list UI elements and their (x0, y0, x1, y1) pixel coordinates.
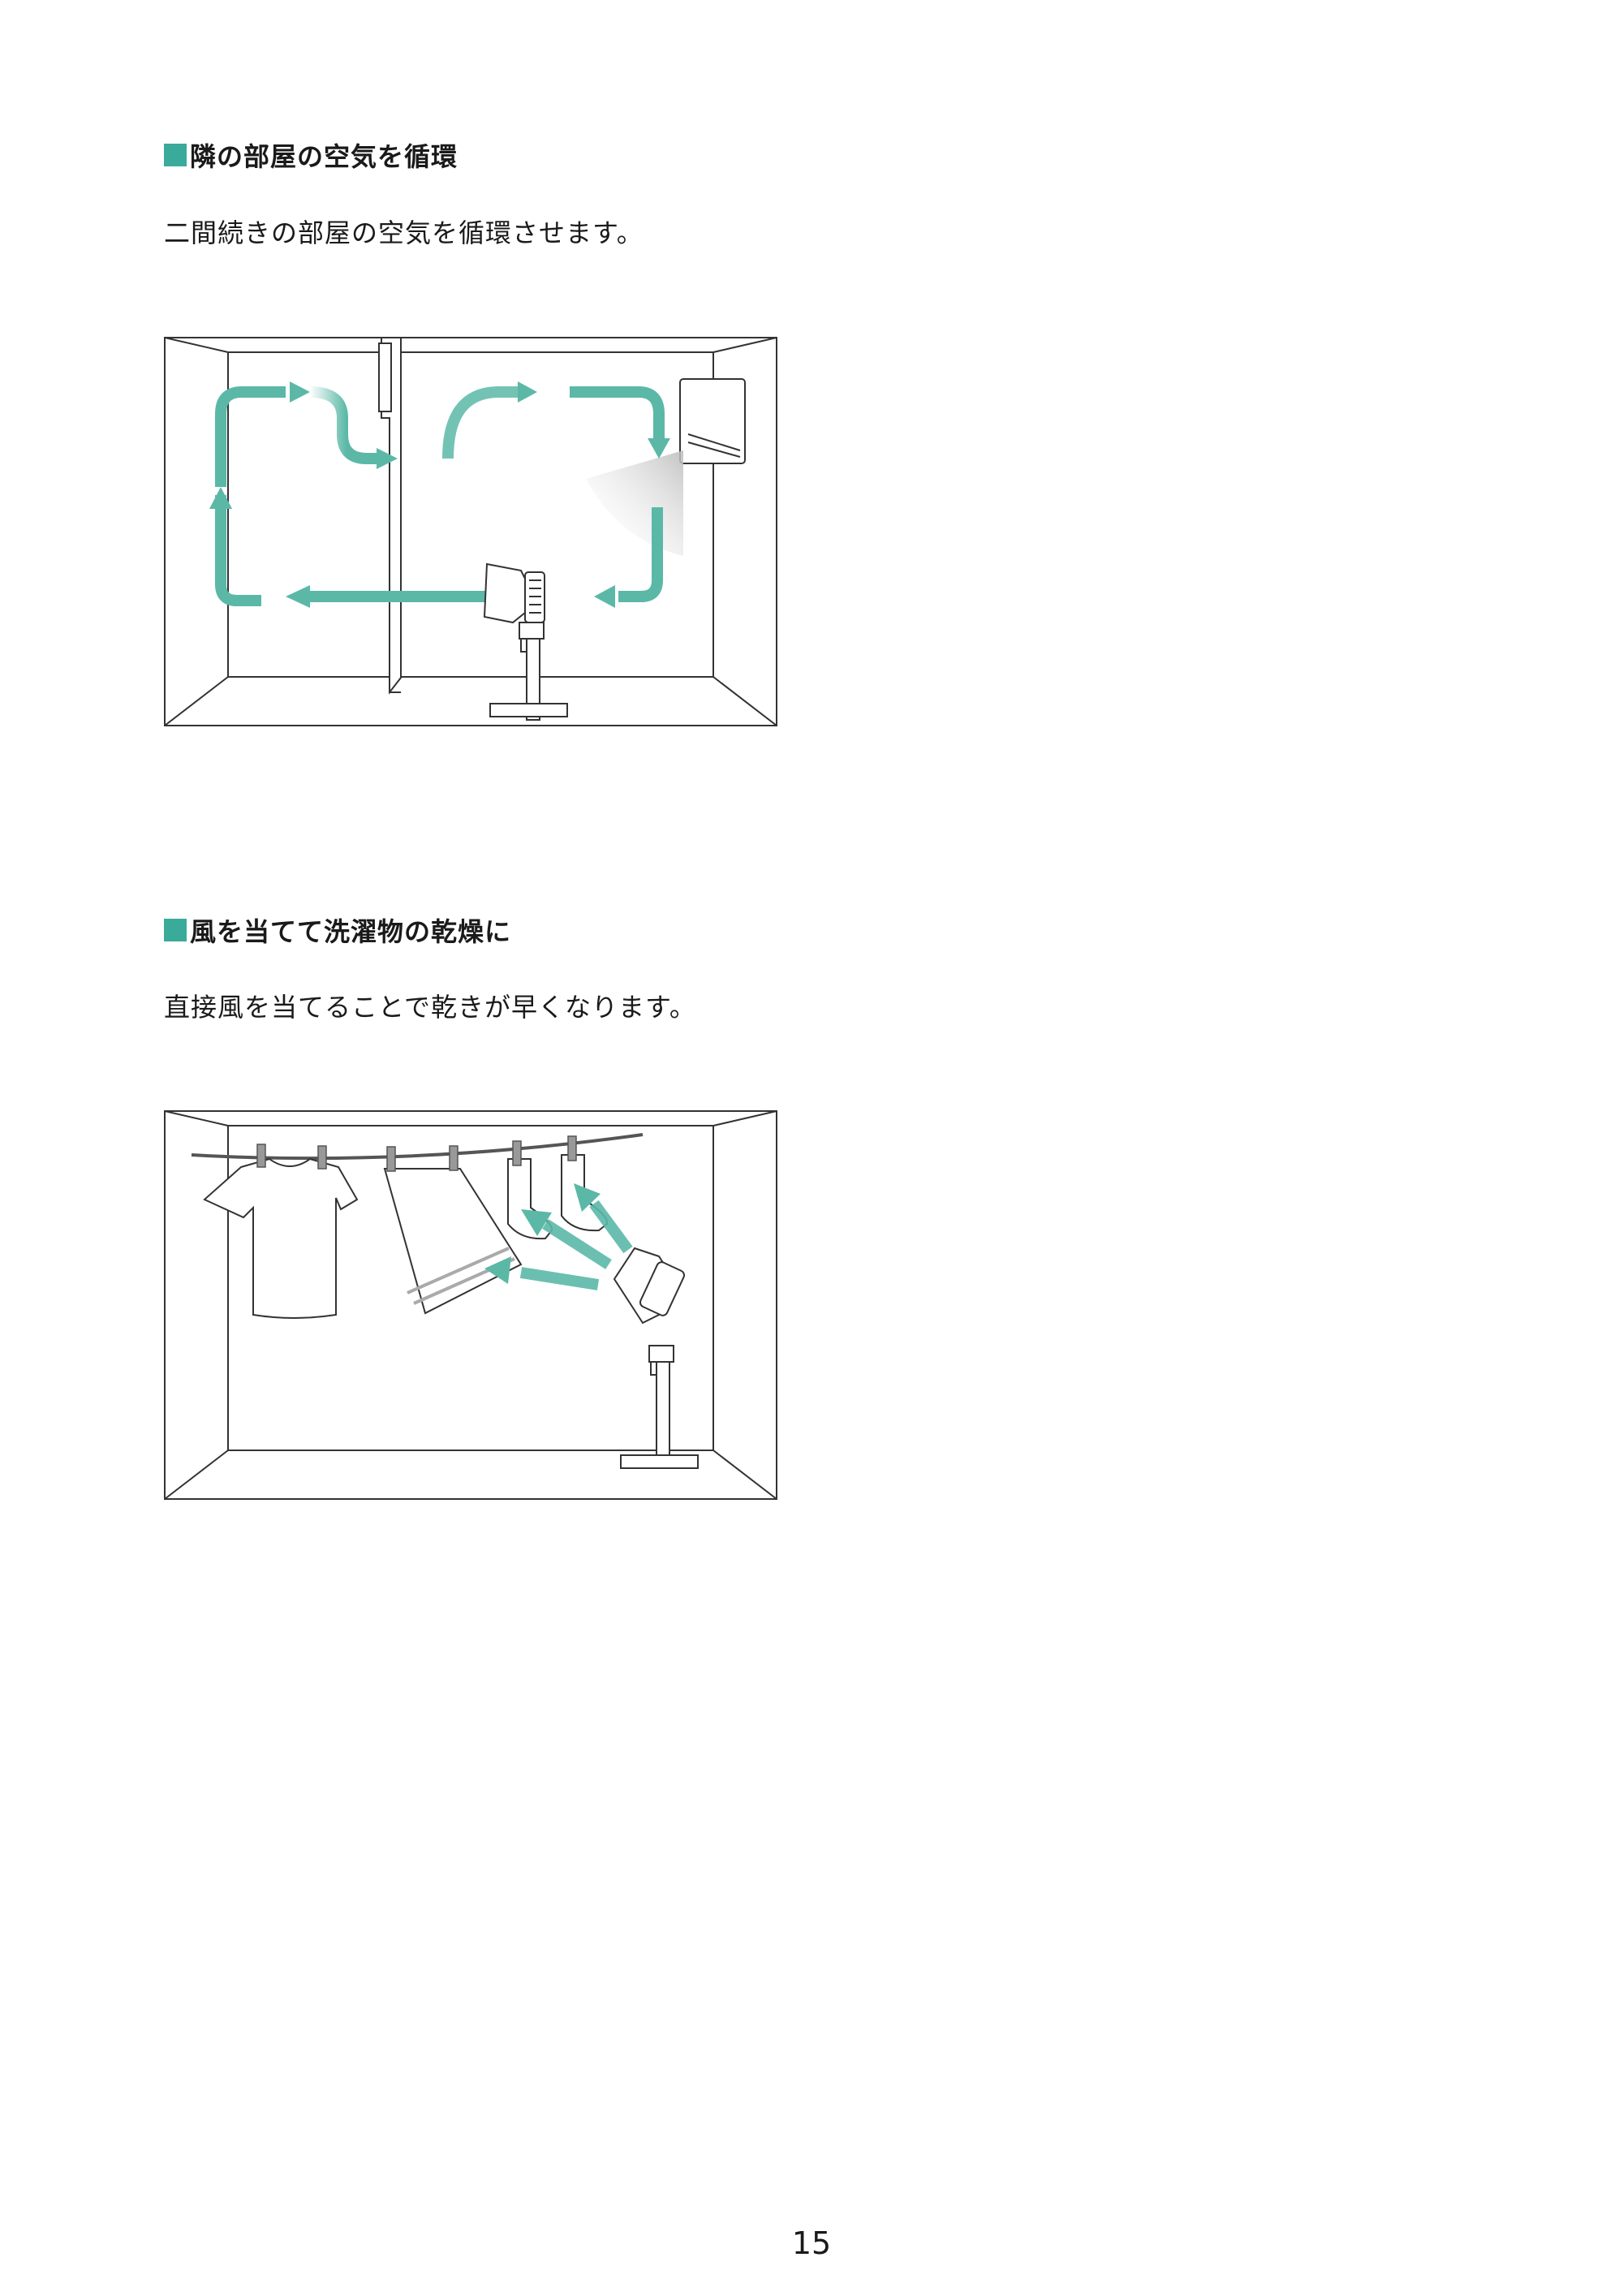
room-circulation-illustration (164, 337, 777, 726)
arrow-heads (484, 1183, 601, 1284)
circulator-fan-icon (613, 1247, 699, 1469)
heading-marker-icon (164, 144, 187, 166)
wind-arrows (519, 1200, 633, 1290)
heading-text: 隣の部屋の空気を循環 (190, 141, 458, 172)
arrow-heads (209, 381, 670, 608)
section-heading-laundry: 風を当てて洗濯物の乾燥に (164, 911, 511, 949)
heading-marker-icon (164, 919, 187, 941)
laundry-drying-illustration (164, 1110, 777, 1500)
page-number: 15 (791, 2225, 832, 2261)
heading-text: 風を当てて洗濯物の乾燥に (190, 916, 512, 947)
clothesline (191, 1133, 644, 1161)
section-description-circulation: 二間続きの部屋の空気を循環させます。 (164, 218, 644, 248)
circulation-arrows (215, 386, 665, 606)
circulator-fan-icon (483, 562, 568, 721)
section-description-laundry: 直接風を当てることで乾きが早くなります。 (164, 992, 696, 1023)
tshirt-icon (203, 1157, 359, 1319)
clothespins (256, 1135, 577, 1172)
section-heading-circulation: 隣の部屋の空気を循環 (164, 136, 458, 174)
